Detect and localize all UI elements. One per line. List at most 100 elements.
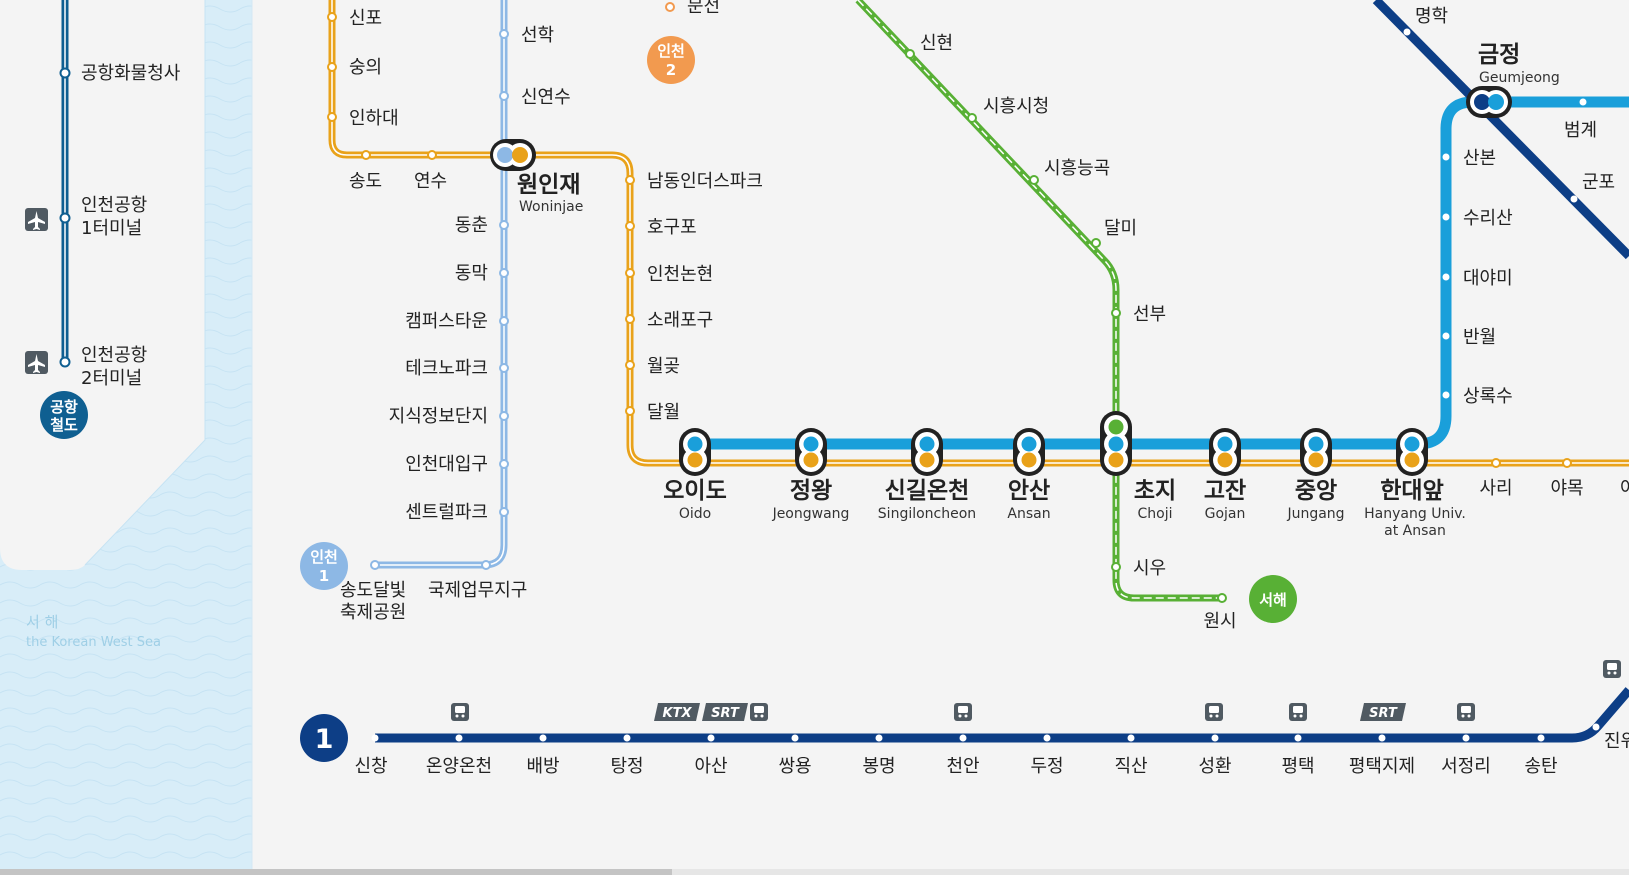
station-label[interactable]: 쌍용 (778, 756, 811, 777)
station-label-major[interactable]: 신길온천 (885, 478, 970, 504)
station-label[interactable]: 천안 (946, 756, 979, 777)
transfer-ansan[interactable] (1013, 428, 1045, 476)
station-label-major[interactable]: 고잔 (1204, 478, 1246, 504)
station-label[interactable]: 신연수 (521, 87, 571, 108)
station-label[interactable]: 명학 (1415, 6, 1448, 27)
station-label[interactable]: 수리산 (1463, 208, 1513, 229)
station-label-major[interactable]: 초지 (1134, 478, 1176, 504)
station-label[interactable]: 캠퍼스타운 (405, 311, 488, 332)
station-label[interactable]: 범계 (1564, 120, 1597, 141)
station-label[interactable]: 시흥능곡 (1044, 158, 1110, 179)
station-label[interactable]: 인천공항 (81, 345, 147, 366)
svg-text:1: 1 (319, 567, 329, 585)
station-label[interactable]: 동춘 (455, 215, 488, 236)
station-marker (59, 212, 71, 224)
station-label[interactable]: 송탄 (1524, 756, 1557, 777)
station-label-major[interactable]: 한대앞 (1380, 478, 1443, 504)
station-label[interactable]: 신현 (920, 33, 953, 54)
airport-railroad-badge[interactable]: 공항 철도 (40, 391, 88, 439)
geumjeong-transfer[interactable] (1466, 86, 1512, 118)
station-label[interactable]: 어 (1620, 478, 1629, 499)
station-label[interactable]: 인하대 (349, 108, 399, 129)
station-label[interactable]: 숭의 (349, 57, 382, 78)
station-label[interactable]: 2터미널 (81, 368, 142, 389)
station-label[interactable]: 두정 (1030, 756, 1063, 777)
station-label[interactable]: 국제업무지구 (428, 580, 527, 601)
woninjae-transfer[interactable] (490, 139, 536, 171)
station-label[interactable]: 신포 (349, 8, 382, 29)
station-label-major[interactable]: 정왕 (790, 478, 832, 504)
station-label[interactable]: 아산 (694, 756, 727, 777)
srt-icon: SRT (1360, 703, 1406, 721)
transfer-singiloncheon[interactable] (911, 428, 943, 476)
transfer-gojan[interactable] (1209, 428, 1241, 476)
station-label[interactable]: 직산 (1114, 756, 1147, 777)
station-label[interactable]: 온양온천 (426, 756, 492, 777)
station-label-major[interactable]: 중앙 (1295, 478, 1337, 504)
station-label[interactable]: 문전 (687, 0, 720, 17)
line1-badge[interactable]: 1 (300, 714, 348, 762)
station-label[interactable]: 신창 (354, 756, 387, 777)
station-label[interactable]: 축제공원 (340, 602, 406, 623)
station-label[interactable]: 원시 (1203, 611, 1236, 632)
station-label[interactable]: 인천논현 (647, 264, 713, 285)
scrollbar-thumb[interactable] (0, 869, 672, 875)
station-label[interactable]: 평택지제 (1349, 756, 1415, 777)
station-label[interactable]: 남동인더스파크 (647, 171, 763, 192)
station-label[interactable]: 호구포 (647, 217, 697, 238)
station-label[interactable]: 탕정 (610, 756, 643, 777)
station-label[interactable]: 평택 (1281, 756, 1314, 777)
station-label[interactable]: 진위 (1604, 731, 1629, 752)
station-label[interactable]: 야목 (1550, 478, 1583, 499)
station-label[interactable]: 지식정보단지 (389, 406, 488, 427)
station-label[interactable]: 봉명 (862, 756, 895, 777)
station-label[interactable]: 연수 (414, 171, 447, 192)
line4-line (695, 96, 1629, 450)
transfer-jeongwang[interactable] (795, 428, 827, 476)
station-label[interactable]: 성환 (1198, 756, 1231, 777)
line1-line (371, 687, 1629, 743)
transfer-choji[interactable] (1100, 411, 1132, 476)
incheon1-badge[interactable]: 인천 1 (300, 542, 348, 590)
station-label[interactable]: 사리 (1479, 478, 1512, 499)
seohae-badge[interactable]: 서해 (1249, 575, 1297, 623)
station-label[interactable]: 송도달빛 (340, 580, 406, 601)
station-label-major[interactable]: 안산 (1008, 478, 1050, 504)
station-label[interactable]: 인천대입구 (405, 454, 488, 475)
station-label[interactable]: 선부 (1133, 304, 1166, 325)
station-label[interactable]: 상록수 (1463, 386, 1513, 407)
station-label[interactable]: 달월 (647, 402, 680, 423)
station-label[interactable]: 소래포구 (647, 310, 713, 331)
airplane-icon (25, 351, 48, 374)
station-label[interactable]: 반월 (1463, 327, 1496, 348)
station-label[interactable]: 시우 (1133, 558, 1166, 579)
station-label[interactable]: 달미 (1104, 218, 1137, 239)
station-label[interactable]: 군포 (1582, 172, 1615, 193)
station-label[interactable]: 선학 (521, 25, 554, 46)
horizontal-scrollbar[interactable] (0, 869, 1629, 875)
transfer-oido[interactable] (679, 428, 711, 476)
station-label[interactable]: 센트럴파크 (405, 502, 488, 523)
station-label[interactable]: 동막 (455, 263, 488, 284)
station-label[interactable]: 배방 (526, 756, 559, 777)
incheon1-line (370, 0, 509, 570)
station-label[interactable]: 테크노파크 (405, 358, 488, 379)
transfer-jungang[interactable] (1300, 428, 1332, 476)
station-label[interactable]: 송도 (349, 171, 382, 192)
station-label-major[interactable]: 금정 (1478, 42, 1520, 68)
station-label[interactable]: 서정리 (1441, 756, 1491, 777)
station-label-major[interactable]: 원인재 (517, 172, 580, 198)
station-label[interactable]: 인천공항 (81, 195, 147, 216)
transfer-hanyang-univ[interactable] (1396, 428, 1428, 476)
station-label[interactable]: 1터미널 (81, 218, 142, 239)
station-label[interactable]: 산본 (1463, 148, 1496, 169)
badge-line-1: 공항 (50, 398, 78, 416)
station-label[interactable]: 시흥시청 (983, 96, 1049, 117)
station-label[interactable]: 공항화물청사 (81, 63, 181, 84)
airport-railroad-line (59, 0, 71, 368)
incheon2-badge[interactable]: 인천 2 (647, 36, 695, 84)
badge-line-2: 철도 (50, 416, 78, 434)
station-label-major[interactable]: 오이도 (663, 478, 726, 504)
station-label[interactable]: 월곶 (647, 356, 680, 377)
station-label[interactable]: 대야미 (1463, 268, 1513, 289)
